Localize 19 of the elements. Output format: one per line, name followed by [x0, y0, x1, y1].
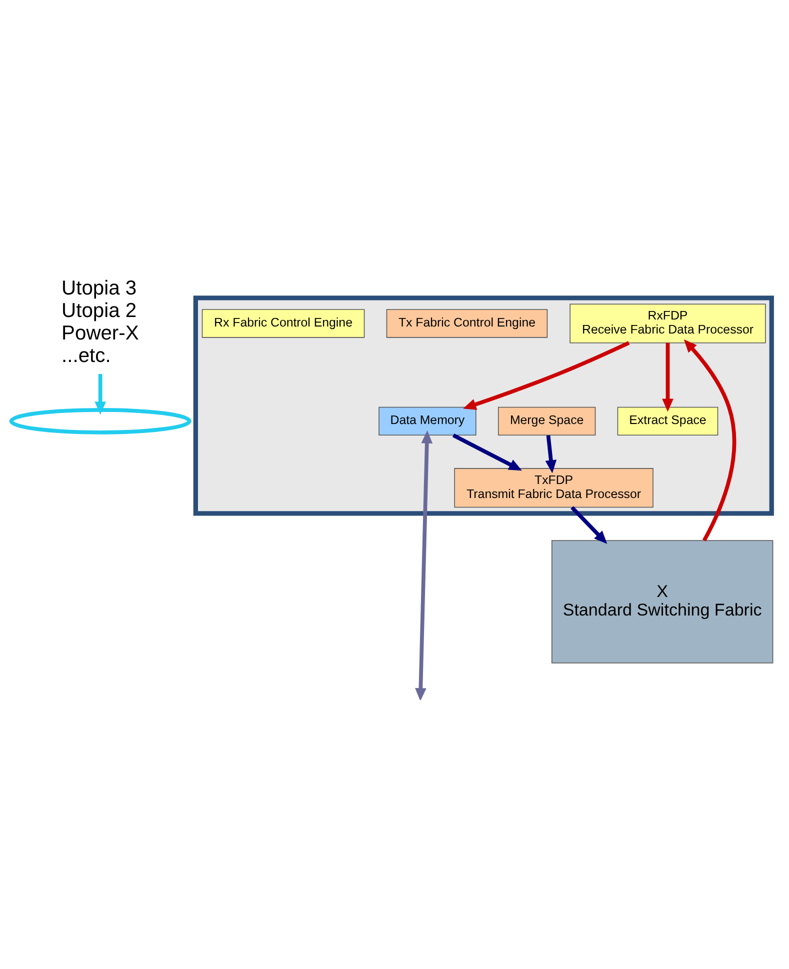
- node-box: TxFDP Transmit Fabric Data Processor: [454, 468, 654, 508]
- arrow: [452, 433, 522, 470]
- arrow: [545, 434, 557, 473]
- node-box: Merge Space: [498, 406, 596, 435]
- node-box: RxFDP Receive Fabric Data Processor: [570, 303, 766, 343]
- cluster: [193, 295, 774, 516]
- node-box: X Standard Switching Fabric: [551, 540, 774, 663]
- arrow: [684, 338, 736, 541]
- node-box: Data Memory: [378, 406, 476, 435]
- arrow: [570, 506, 608, 544]
- arrow: [415, 430, 433, 700]
- arrow: [662, 342, 674, 412]
- arrow: [94, 374, 106, 414]
- arrow: [463, 340, 630, 410]
- node-box: Tx Fabric Control Engine: [386, 308, 548, 338]
- node-ellipse: [9, 407, 192, 434]
- node-box: Rx Fabric Control Engine: [202, 308, 365, 338]
- node-text: Utopia 3 Utopia 2 Power-X ...etc.: [62, 277, 139, 367]
- node-box: Extract Space: [617, 406, 718, 435]
